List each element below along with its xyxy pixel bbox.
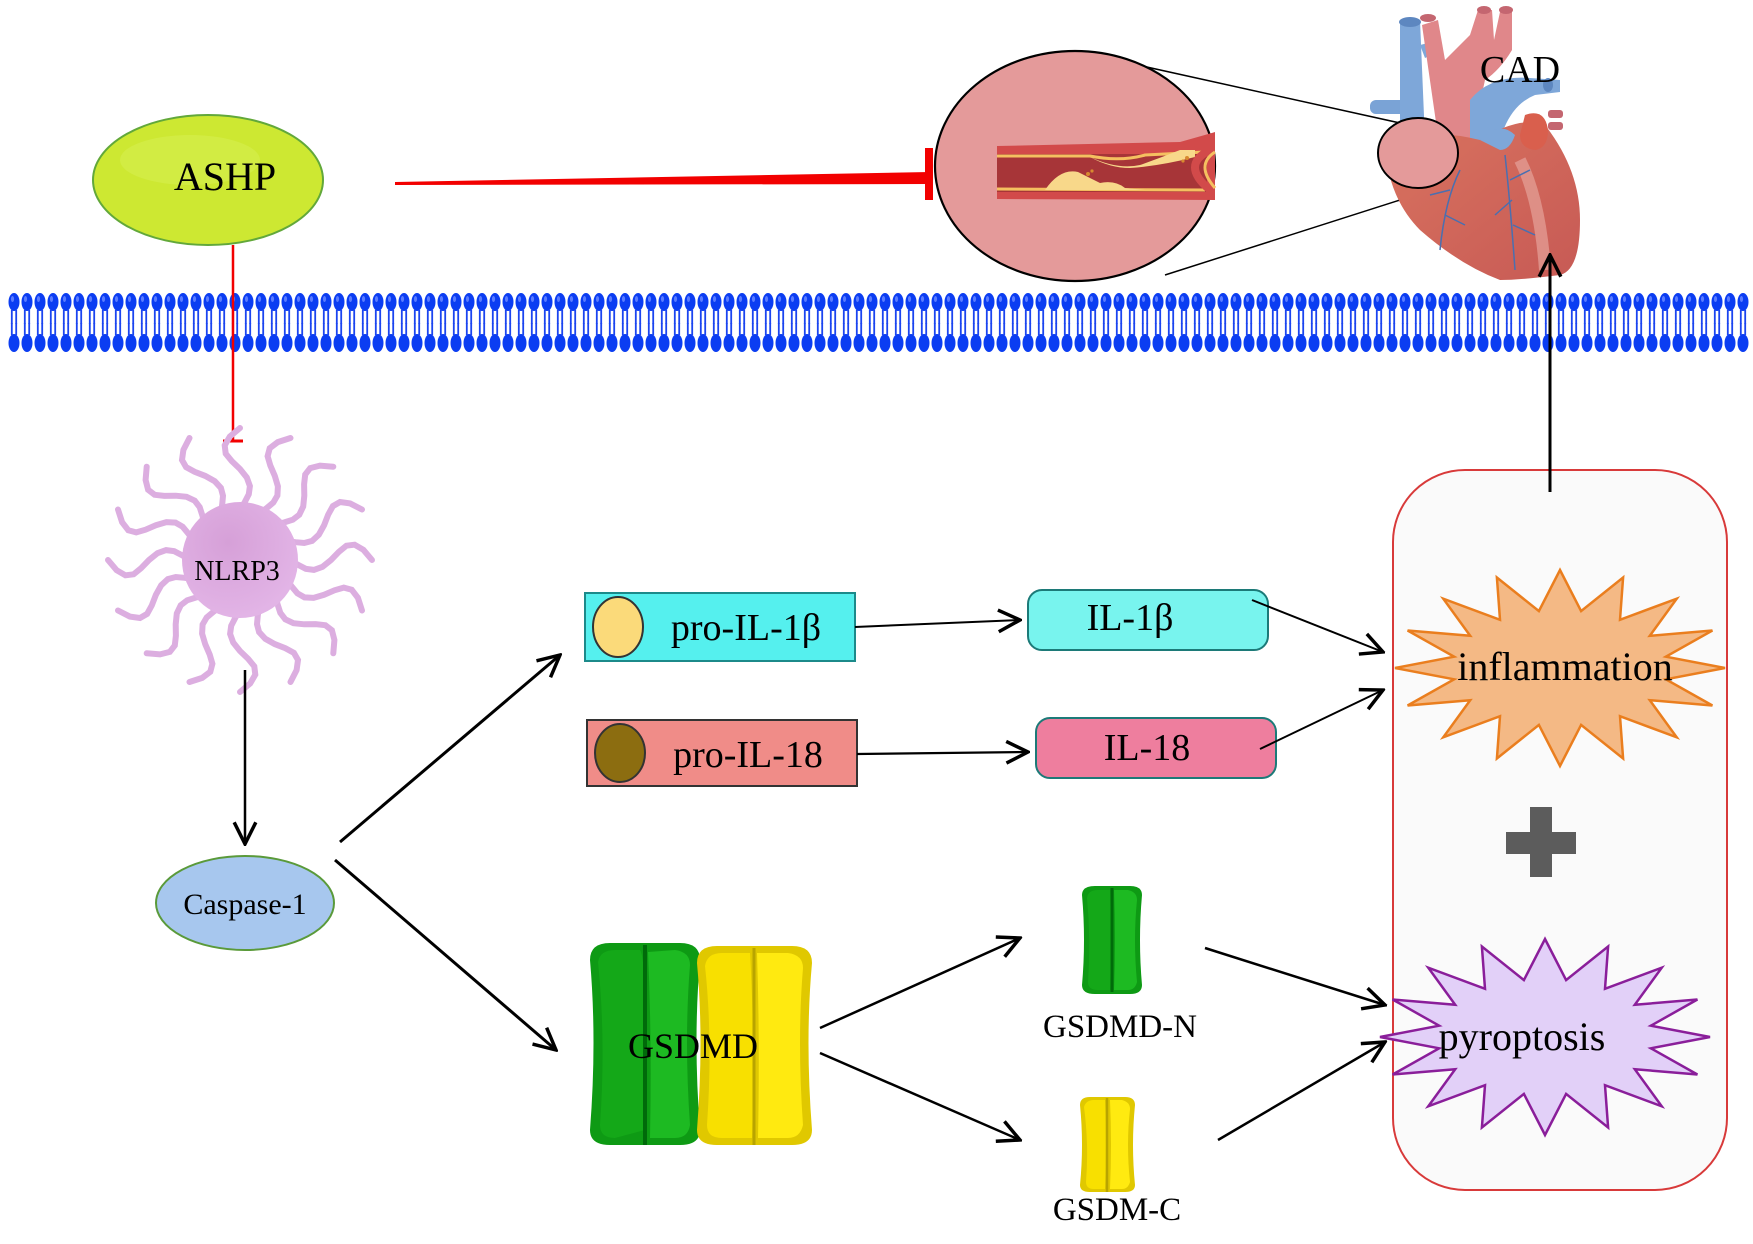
pro-il18-dot-icon	[594, 723, 646, 783]
il18-node: IL-18	[1035, 717, 1277, 779]
pro-il1b-node: pro-IL-1β	[584, 592, 856, 662]
heart-icon	[1370, 6, 1580, 280]
gsdmd-green-icon	[590, 943, 700, 1145]
caspase1-node: Caspase-1	[155, 855, 335, 951]
ashp-node: ASHP	[92, 114, 324, 246]
gsdmd-n-node: GSDMD-N	[1043, 886, 1197, 1045]
plus-icon	[1506, 807, 1576, 877]
proil1b-il1b-arrow	[854, 620, 1020, 627]
gsdmd-n-label: GSDMD-N	[1043, 1009, 1197, 1045]
gsdmd-n-icon	[1082, 886, 1142, 994]
il1b-node: IL-1β	[1027, 589, 1269, 651]
nlrp3-node: NLRP3	[105, 425, 375, 695]
gsdmd-node: GSDMD	[590, 943, 812, 1145]
il1b-label: IL-1β	[1087, 597, 1174, 639]
gsdmdn-pyroptosis-arrow	[1204, 946, 1385, 1005]
pro-il1b-label: pro-IL-1β	[671, 607, 821, 649]
il18-label: IL-18	[1104, 727, 1191, 769]
caspase1-proil1b-arrow	[339, 655, 560, 844]
gsdm-c-label: GSDM-C	[1053, 1192, 1181, 1228]
gsdm-c-icon	[1080, 1097, 1135, 1192]
inflammation-node: inflammation	[1394, 567, 1726, 769]
ashp-artery-inhibition	[395, 148, 933, 200]
inflammation-label: inflammation	[1457, 644, 1673, 689]
gsdmd-gsdmc-arrow	[819, 1051, 1020, 1140]
gsdmd-label: GSDMD	[628, 1026, 758, 1066]
gsdmd-gsdmdn-arrow	[819, 938, 1020, 1030]
gsdmd-yellow-icon	[697, 946, 812, 1145]
nlrp3-label: NLRP3	[194, 556, 280, 587]
pyroptosis-label: pyroptosis	[1439, 1014, 1606, 1059]
pro-il18-label: pro-IL-18	[673, 734, 823, 776]
gsdm-c-node: GSDM-C	[1053, 1097, 1181, 1228]
cad-label: CAD	[1480, 49, 1560, 91]
il18-inflammation-arrow	[1259, 690, 1383, 750]
ashp-label: ASHP	[174, 154, 276, 199]
artery-zoom-view	[933, 49, 1426, 283]
il1b-inflammation-arrow	[1251, 599, 1383, 652]
caspase1-gsdmd-arrow	[334, 858, 556, 1050]
caspase1-label: Caspase-1	[183, 888, 306, 921]
cell-membrane	[7, 292, 1750, 353]
pyroptosis-node: pyroptosis	[1379, 936, 1711, 1138]
artery-plaque-icon	[996, 132, 1217, 200]
pro-il18-node: pro-IL-18	[586, 719, 858, 787]
gsdmc-pyroptosis-arrow	[1217, 1042, 1385, 1142]
proil18-il18-arrow	[856, 752, 1028, 754]
pro-il1b-dot-icon	[592, 596, 644, 658]
